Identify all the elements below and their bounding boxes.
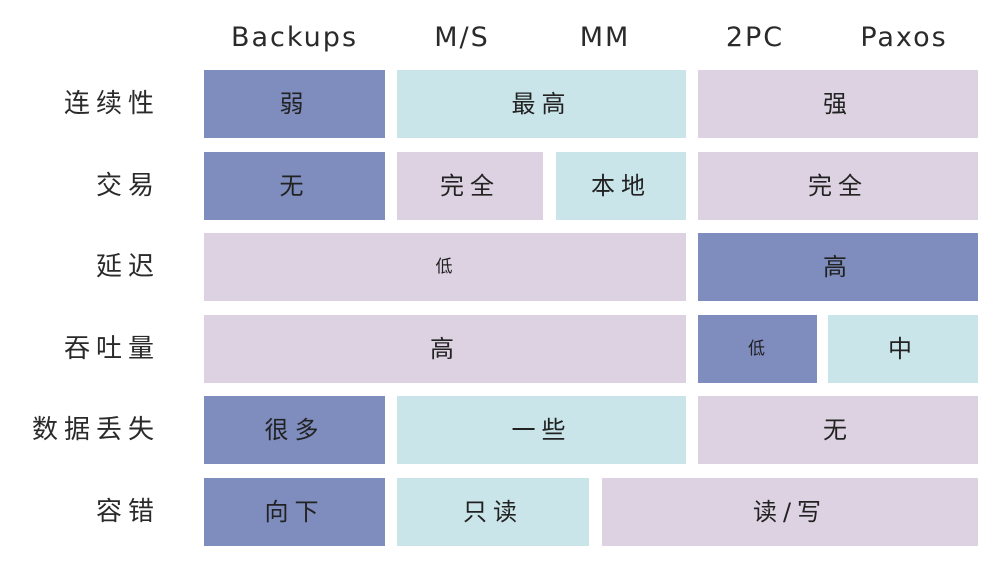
row-label-consistency: 连续性 [63,89,160,119]
cell-transactions-mm: 本地 [556,152,686,220]
cell-failover-ms: 只读 [397,478,589,546]
cell-throughput-paxos: 中 [828,315,978,383]
column-header-mm: MM [579,22,631,53]
cell-throughput-2pc: 低 [698,315,817,383]
cell-failover-backups: 向下 [204,478,385,546]
cell-consistency-2pc-paxos: 强 [698,70,978,138]
column-header-ms: M/S [434,22,490,53]
cell-throughput-backups-mm: 高 [204,315,686,383]
column-header-paxos: Paxos [860,22,948,53]
row-label-failover: 容错 [95,497,160,527]
column-header-backups: Backups [230,22,359,53]
cell-consistency-ms-mm: 最高 [397,70,686,138]
row-label-throughput: 吞吐量 [63,334,160,364]
cell-transactions-2pc-paxos: 完全 [698,152,978,220]
row-label-data-loss: 数据丢失 [31,415,160,445]
column-header-2pc: 2PC [725,22,785,53]
cell-transactions-ms: 完全 [397,152,543,220]
row-label-latency: 延迟 [95,252,160,282]
cell-latency-backups-mm: 低 [204,233,686,301]
cell-data-loss-2pc-paxos: 无 [698,396,978,464]
cell-data-loss-backups: 很多 [204,396,385,464]
cell-consistency-backups: 弱 [204,70,385,138]
cell-data-loss-ms-mm: 一些 [397,396,686,464]
cell-latency-2pc-paxos: 高 [698,233,978,301]
cell-transactions-backups: 无 [204,152,385,220]
cell-failover-mm-paxos: 读/写 [602,478,978,546]
row-label-transactions: 交易 [95,171,160,201]
